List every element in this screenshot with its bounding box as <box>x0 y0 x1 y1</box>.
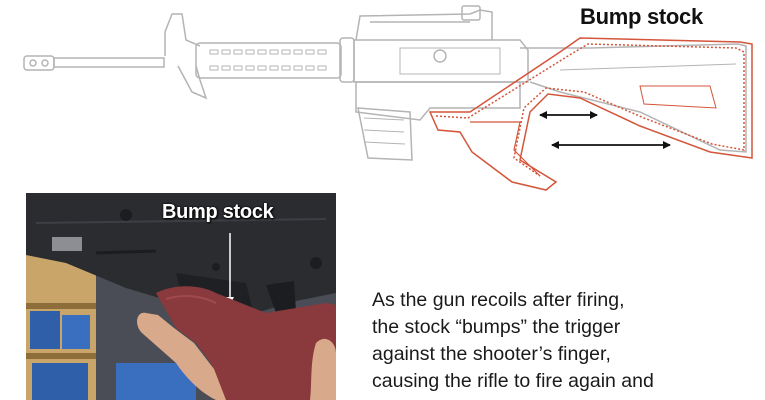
caption-line: the stock “bumps” the trigger <box>372 316 621 338</box>
caption-line: causing the rifle to fire again and <box>372 370 654 392</box>
caption-line: against the shooter’s finger, <box>372 343 611 365</box>
rifle-diagram <box>23 5 753 191</box>
photo-bump-stock-label: Bump stock <box>162 201 274 223</box>
gun-case <box>30 311 60 349</box>
bump-stock-outline-icon <box>428 37 753 191</box>
hand <box>137 312 226 400</box>
caption-line: As the gun recoils after firing, <box>372 289 625 311</box>
photo-illustration <box>26 193 336 400</box>
serial-plate <box>52 237 82 251</box>
bump-stock-photo: Bump stock <box>26 193 336 400</box>
caption-text: As the gun recoils after firing, the sto… <box>372 287 762 395</box>
bump-stock-title: Bump stock <box>580 4 703 29</box>
gun-case <box>62 315 90 349</box>
bump-stock-grip <box>156 286 336 400</box>
gun-case <box>32 363 88 400</box>
double-arrow-icon <box>539 111 671 149</box>
rifle-icon <box>23 5 747 161</box>
